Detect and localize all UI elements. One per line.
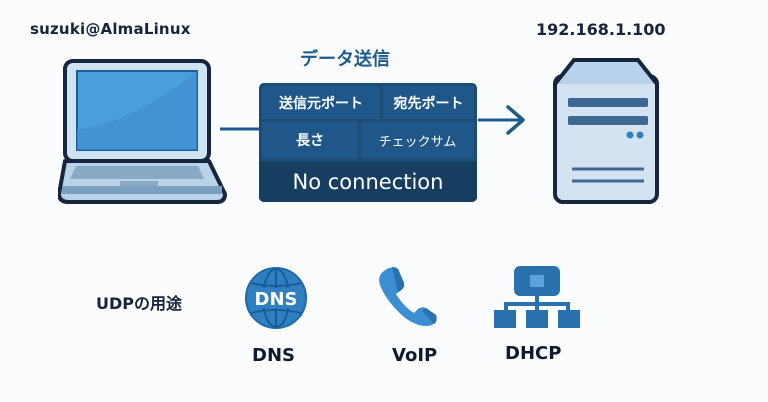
dns-globe-icon: DNS [244, 266, 308, 334]
packet-row-ports: 送信元ポート 宛先ポート [259, 86, 477, 119]
destination-port-field: 宛先ポート [383, 86, 474, 119]
use-item-dns: DNS [252, 345, 295, 366]
arrow-right-icon [478, 104, 528, 140]
udp-uses-title: UDPの用途 [96, 294, 183, 313]
source-port-field: 送信元ポート [262, 86, 380, 119]
checksum-field: チェックサム [361, 122, 474, 158]
server-label: 192.168.1.100 [536, 20, 666, 39]
use-item-voip: VoIP [392, 345, 438, 366]
use-item-dhcp: DHCP [505, 343, 562, 364]
packet-footer: No connection [259, 162, 477, 202]
udp-packet: 送信元ポート 宛先ポート 長さ チェックサム No connection [259, 83, 477, 202]
network-hierarchy-icon [494, 264, 580, 334]
connection-line [220, 117, 260, 136]
length-field: 長さ [262, 122, 358, 158]
client-label: suzuki@AlmaLinux [30, 20, 191, 38]
laptop-icon [57, 58, 228, 208]
phone-icon [374, 263, 440, 331]
dns-icon-text: DNS [255, 289, 298, 310]
packet-title: データ送信 [300, 49, 390, 70]
packet-row-length-checksum: 長さ チェックサム [259, 122, 477, 158]
server-icon [550, 56, 662, 210]
